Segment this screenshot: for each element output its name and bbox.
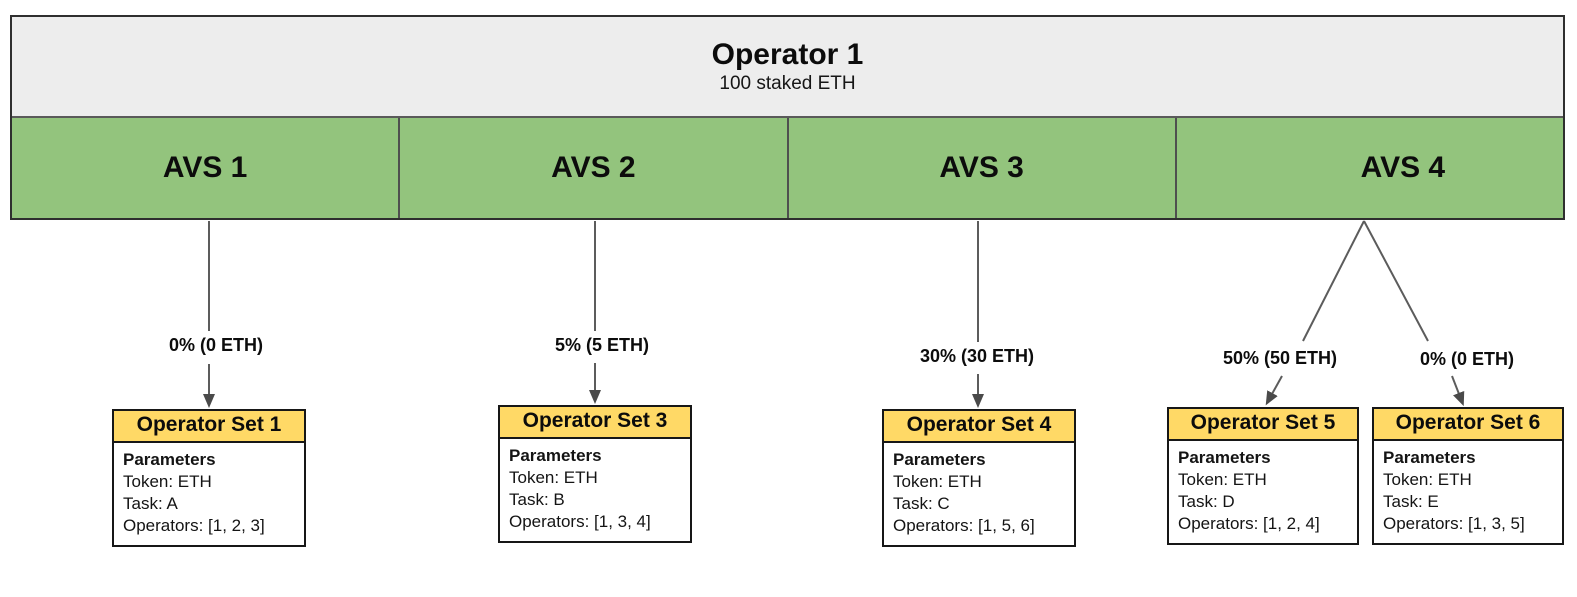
task-line: Task: B: [509, 490, 565, 510]
operator-set-card-6: Operator Set 6 Parameters Token: ETH Tas…: [1372, 407, 1564, 546]
operators-line: Operators: [1, 3, 5]: [1383, 514, 1525, 534]
token-line: Token: ETH: [123, 472, 212, 492]
operator-set-4-title: Operator Set 4: [884, 411, 1074, 444]
avs4-to-set5-connector-arrow: [1265, 375, 1283, 406]
avs4-to-set6-connector-upper: [1363, 220, 1429, 342]
task-line: Task: D: [1178, 492, 1235, 512]
operator-set-1-body: Parameters Token: ETH Task: A Operators:…: [114, 443, 304, 545]
operator-title: Operator 1: [711, 38, 864, 72]
operator-header: Operator 1 100 staked ETH: [12, 17, 1563, 118]
avs-2-label: AVS 2: [551, 151, 636, 184]
avs-cell-2: AVS 2: [398, 118, 787, 218]
operator-set-card-3: Operator Set 3 Parameters Token: ETH Tas…: [498, 405, 692, 544]
operator-set-card-4: Operator Set 4 Parameters Token: ETH Tas…: [882, 409, 1076, 548]
token-line: Token: ETH: [1383, 470, 1472, 490]
task-line: Task: C: [893, 494, 950, 514]
task-line: Task: E: [1383, 492, 1439, 512]
token-line: Token: ETH: [893, 472, 982, 492]
allocation-label-avs1: 0% (0 ETH): [168, 335, 264, 355]
parameters-heading: Parameters: [1383, 448, 1476, 468]
allocation-label-avs3: 30% (30 ETH): [919, 346, 1035, 366]
parameters-heading: Parameters: [123, 450, 216, 470]
operator-box: Operator 1 100 staked ETH AVS 1 AVS 2 AV…: [10, 15, 1565, 220]
avs-1-label: AVS 1: [162, 151, 248, 184]
operator-set-6-title: Operator Set 6: [1374, 409, 1562, 442]
operators-line: Operators: [1, 2, 3]: [123, 516, 265, 536]
token-line: Token: ETH: [1178, 470, 1267, 490]
operator-set-5-title: Operator Set 5: [1169, 409, 1357, 442]
operator-set-5-body: Parameters Token: ETH Task: D Operators:…: [1169, 441, 1357, 543]
token-line: Token: ETH: [509, 468, 598, 488]
parameters-heading: Parameters: [893, 450, 986, 470]
avs-cell-4: AVS 4: [1174, 118, 1563, 218]
operator-set-3-body: Parameters Token: ETH Task: B Operators:…: [500, 439, 690, 541]
operators-line: Operators: [1, 5, 6]: [893, 516, 1035, 536]
operator-set-3-title: Operator Set 3: [500, 407, 690, 440]
operator-set-card-5: Operator Set 5 Parameters Token: ETH Tas…: [1167, 407, 1359, 546]
operator-stake: 100 staked ETH: [719, 73, 856, 95]
avs-row: AVS 1 AVS 2 AVS 3 AVS 4: [12, 118, 1563, 218]
parameters-heading: Parameters: [509, 446, 602, 466]
operator-set-4-body: Parameters Token: ETH Task: C Operators:…: [884, 443, 1074, 545]
task-line: Task: A: [123, 494, 178, 514]
allocation-label-avs2: 5% (5 ETH): [554, 335, 650, 355]
avs4-to-set5-connector-upper: [1302, 220, 1365, 342]
avs4-to-set6-connector-arrow: [1451, 375, 1465, 407]
avs-4-label: AVS 4: [1360, 151, 1446, 184]
parameters-heading: Parameters: [1178, 448, 1271, 468]
operator-set-6-body: Parameters Token: ETH Task: E Operators:…: [1374, 441, 1562, 543]
allocation-label-avs4-right: 0% (0 ETH): [1419, 349, 1515, 369]
avs-cell-3: AVS 3: [786, 118, 1175, 218]
operator-set-1-title: Operator Set 1: [114, 411, 304, 444]
avs-3-label: AVS 3: [939, 151, 1024, 184]
avs-cell-1: AVS 1: [12, 118, 399, 218]
operator-set-card-1: Operator Set 1 Parameters Token: ETH Tas…: [112, 409, 306, 548]
operators-line: Operators: [1, 3, 4]: [509, 512, 651, 532]
operators-line: Operators: [1, 2, 4]: [1178, 514, 1320, 534]
allocation-label-avs4-left: 50% (50 ETH): [1222, 348, 1338, 368]
